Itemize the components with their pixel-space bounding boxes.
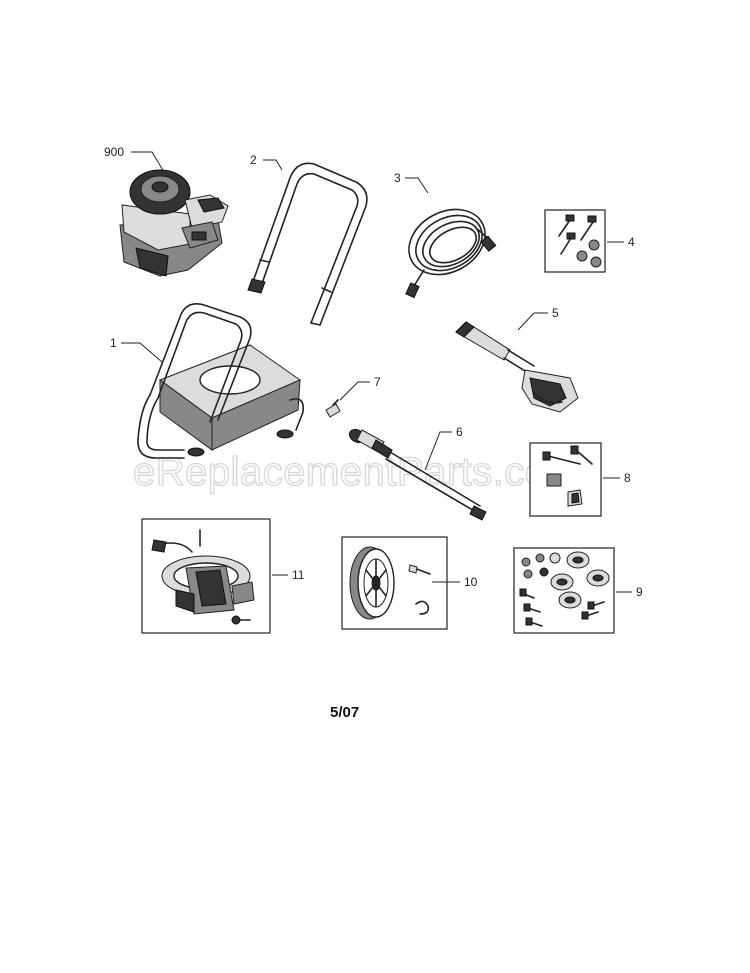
watermark: eReplacementParts.com (133, 450, 581, 494)
handle-icon[interactable] (247, 162, 368, 326)
callout-9: 9 (636, 585, 643, 599)
callout-3: 3 (394, 171, 401, 185)
pump-icon[interactable] (151, 529, 255, 625)
spray-gun-icon[interactable] (455, 321, 579, 413)
callout-8: 8 (624, 471, 631, 485)
hose-icon[interactable] (398, 197, 497, 299)
callout-2: 2 (250, 153, 257, 167)
date-code: 5/07 (330, 704, 360, 721)
mounting-kit-icon[interactable] (519, 551, 610, 627)
engine-icon[interactable] (119, 169, 229, 277)
callout-1: 1 (110, 336, 117, 350)
spray-wand-icon[interactable] (347, 427, 487, 521)
handle-hardware-icon[interactable] (542, 445, 593, 507)
bolt-kit-icon[interactable] (558, 214, 602, 268)
callout-5: 5 (552, 306, 559, 320)
callout-7: 7 (374, 375, 381, 389)
callout-900: 900 (104, 145, 124, 159)
callout-11: 11 (292, 568, 305, 582)
handle-hardware-box (529, 442, 602, 517)
wheel-kit-icon[interactable] (349, 546, 431, 620)
nozzle-icon[interactable] (325, 399, 341, 418)
callout-4: 4 (628, 235, 635, 249)
callout-6: 6 (456, 425, 463, 439)
callout-10: 10 (464, 575, 478, 589)
frame-icon[interactable] (137, 303, 305, 459)
